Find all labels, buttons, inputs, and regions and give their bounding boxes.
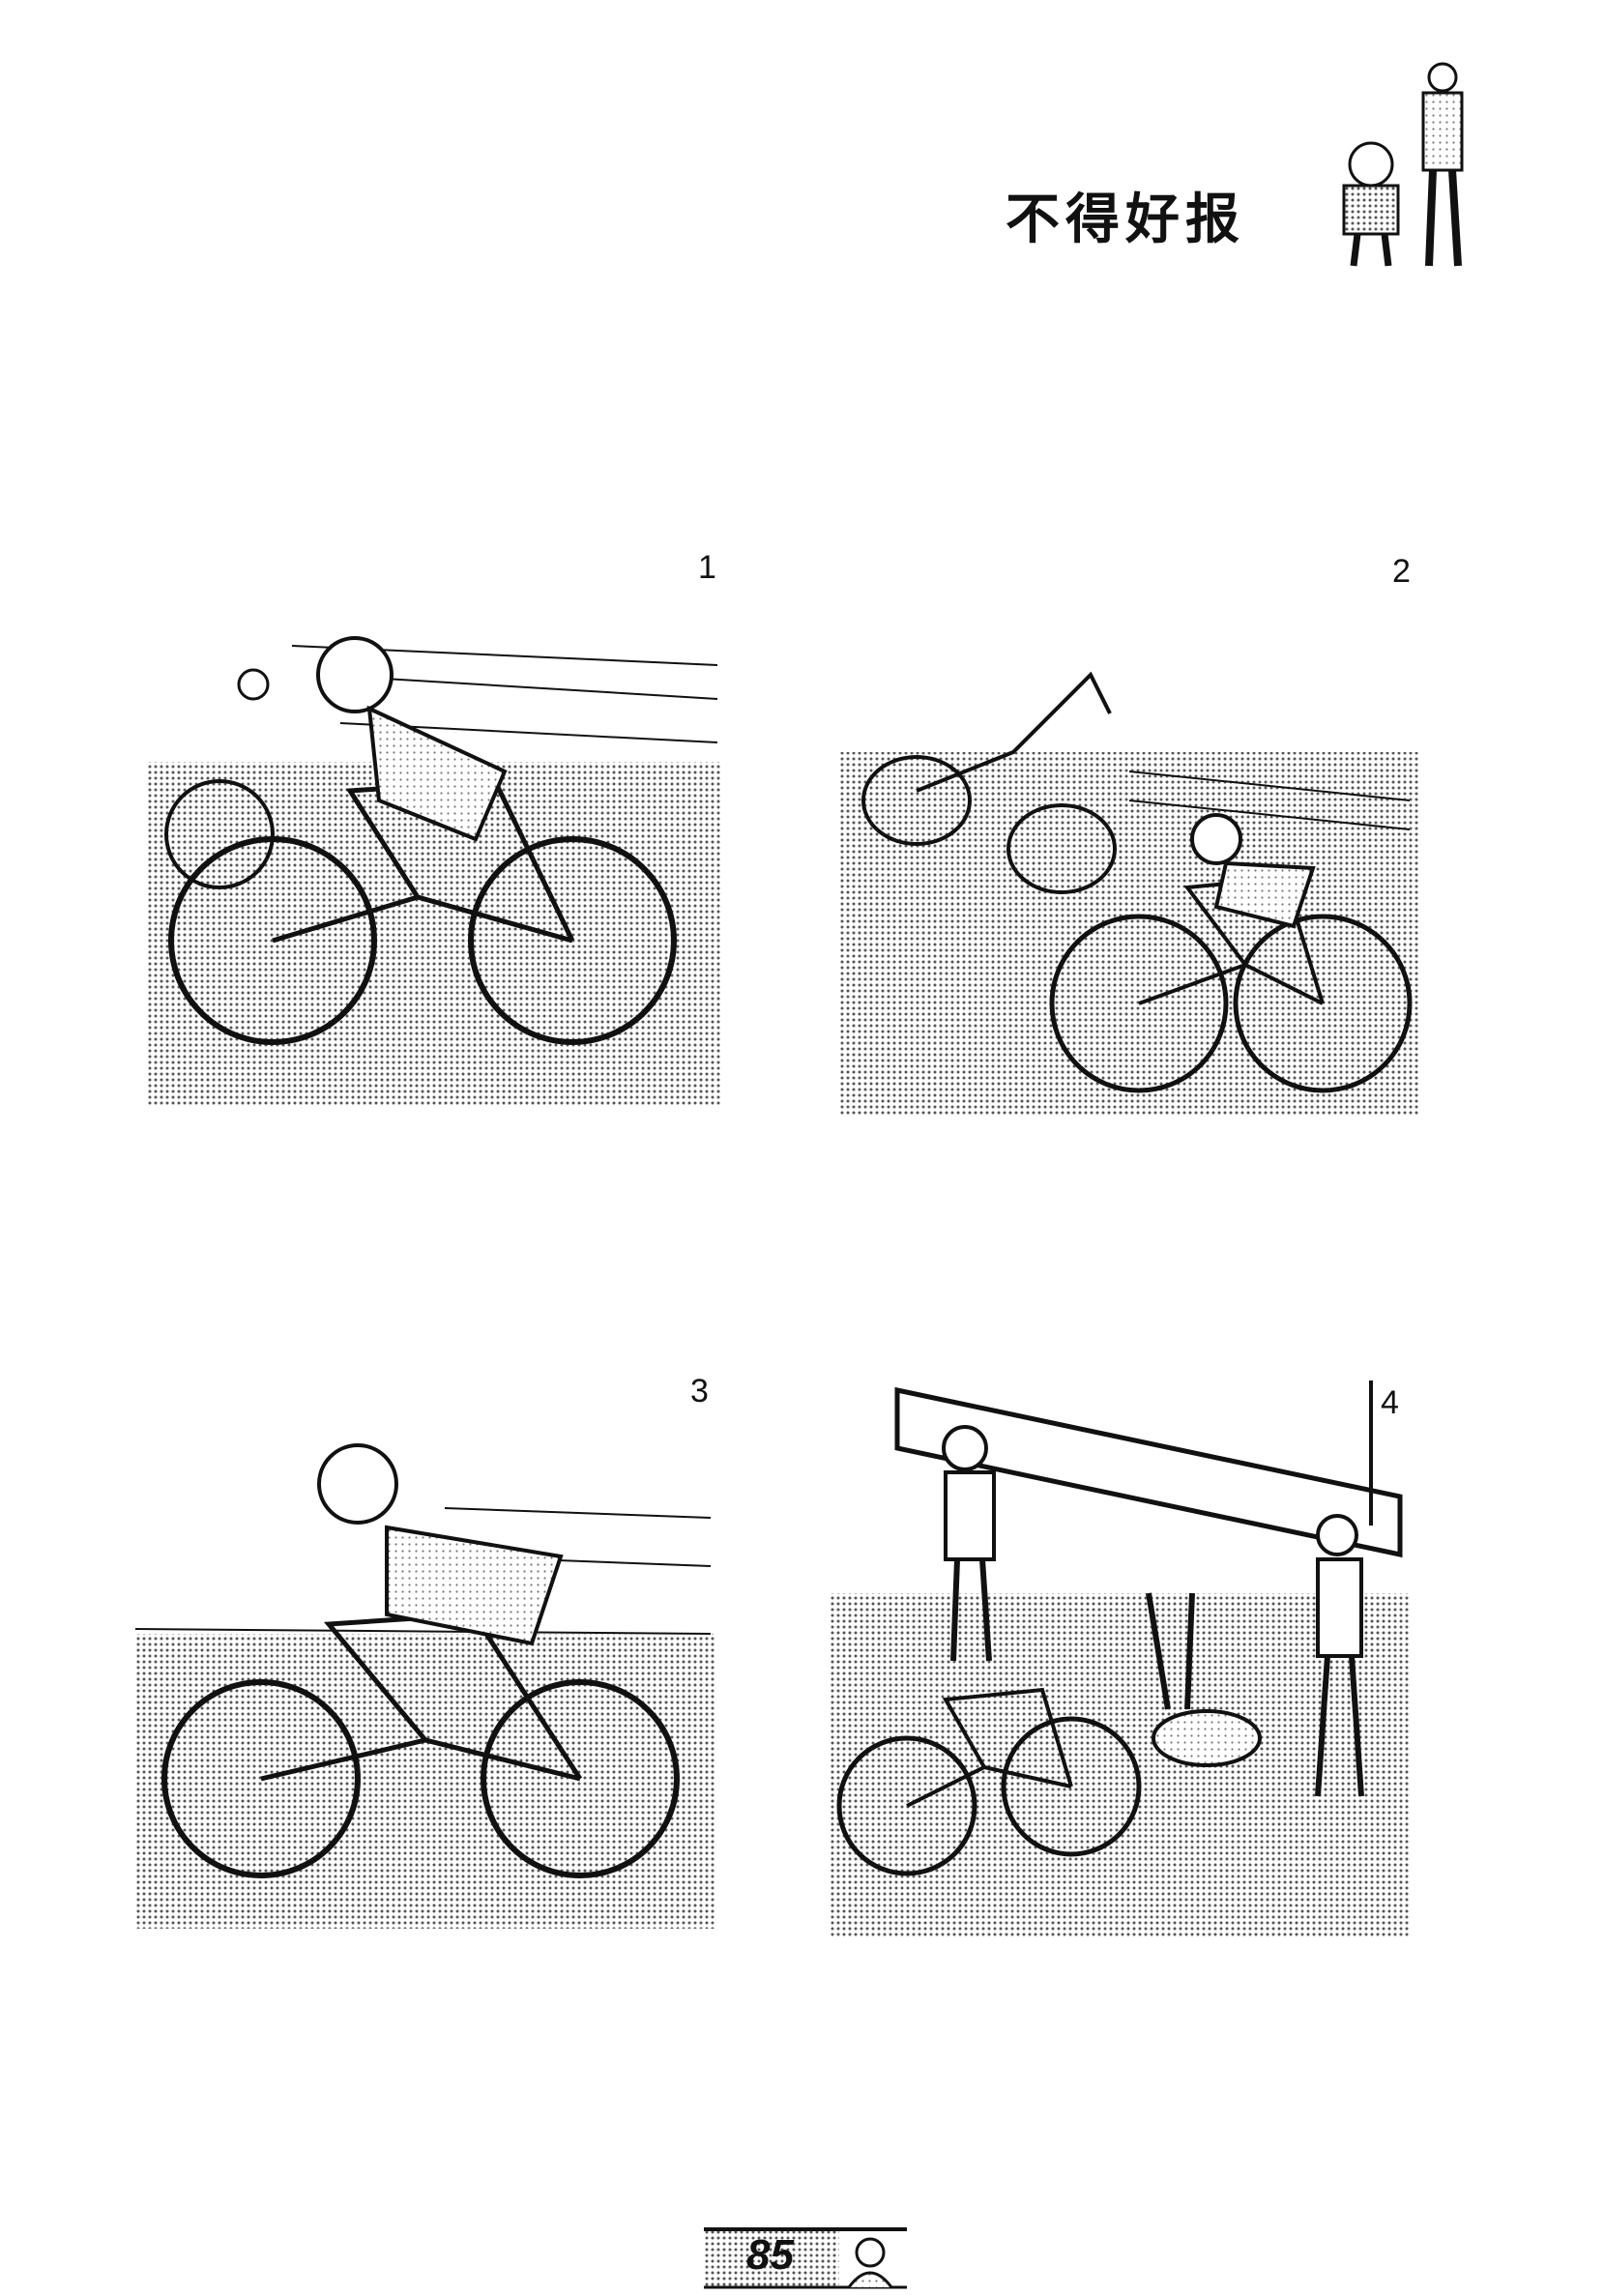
comic-panel-4: [830, 1381, 1410, 1936]
old-man-cartoon-icon: [847, 2237, 893, 2288]
page-number: 85: [746, 2231, 794, 2279]
comic-panel-1: [147, 607, 722, 1105]
panel-number-3: 3: [690, 1373, 709, 1410]
header-mascot-illustration: [1342, 62, 1464, 267]
page-number-banner: [704, 2227, 907, 2289]
comic-panel-2: [839, 617, 1419, 1115]
page-title: 不得好报: [1006, 189, 1245, 251]
comic-panel-3: [135, 1392, 715, 1929]
panel-number-2: 2: [1392, 553, 1411, 590]
panel-number-4: 4: [1381, 1384, 1399, 1421]
panel-number-1: 1: [698, 549, 716, 586]
